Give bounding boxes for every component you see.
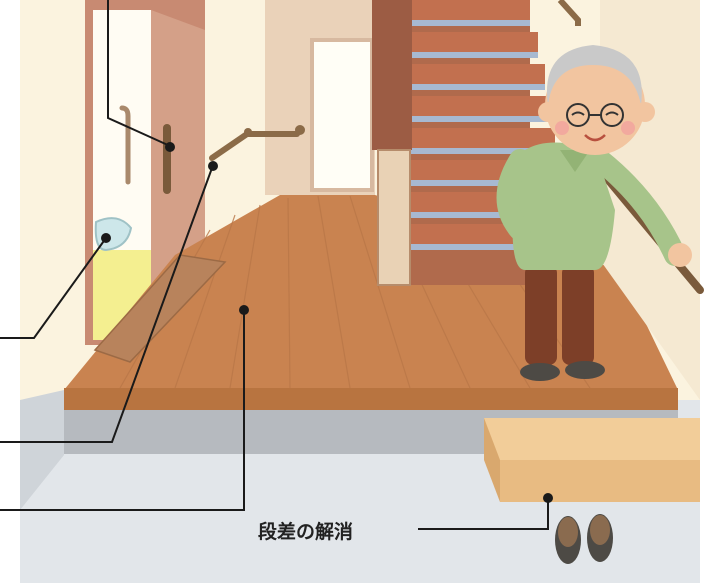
- door-handle: [163, 124, 171, 194]
- toilet-grab-bar: [119, 105, 131, 185]
- dot-handrail: [208, 161, 218, 171]
- dot-door-handle: [165, 142, 175, 152]
- stair-handrail-bracket: [557, 0, 581, 26]
- handrail-end: [295, 125, 305, 135]
- callout-dots: [101, 142, 553, 503]
- dot-floor: [239, 305, 249, 315]
- handrail-bracket: [244, 128, 252, 136]
- leader-door-handle: [107, 0, 171, 147]
- dot-toilet: [101, 233, 111, 243]
- elderly-man: [496, 45, 692, 381]
- slippers: [555, 514, 613, 564]
- leader-step-removal: [418, 498, 549, 530]
- leader-toilet: [0, 237, 107, 339]
- callout-leader-lines: [0, 0, 549, 530]
- step-box: [484, 418, 700, 502]
- leader-floor: [0, 310, 245, 511]
- floor-edge: [64, 388, 678, 410]
- entryway-side-wall: [20, 390, 64, 510]
- back-window: [310, 38, 374, 192]
- step-removal-label: 段差の解消: [258, 521, 354, 543]
- dot-step-removal: [543, 493, 553, 503]
- leader-handrail: [0, 167, 213, 443]
